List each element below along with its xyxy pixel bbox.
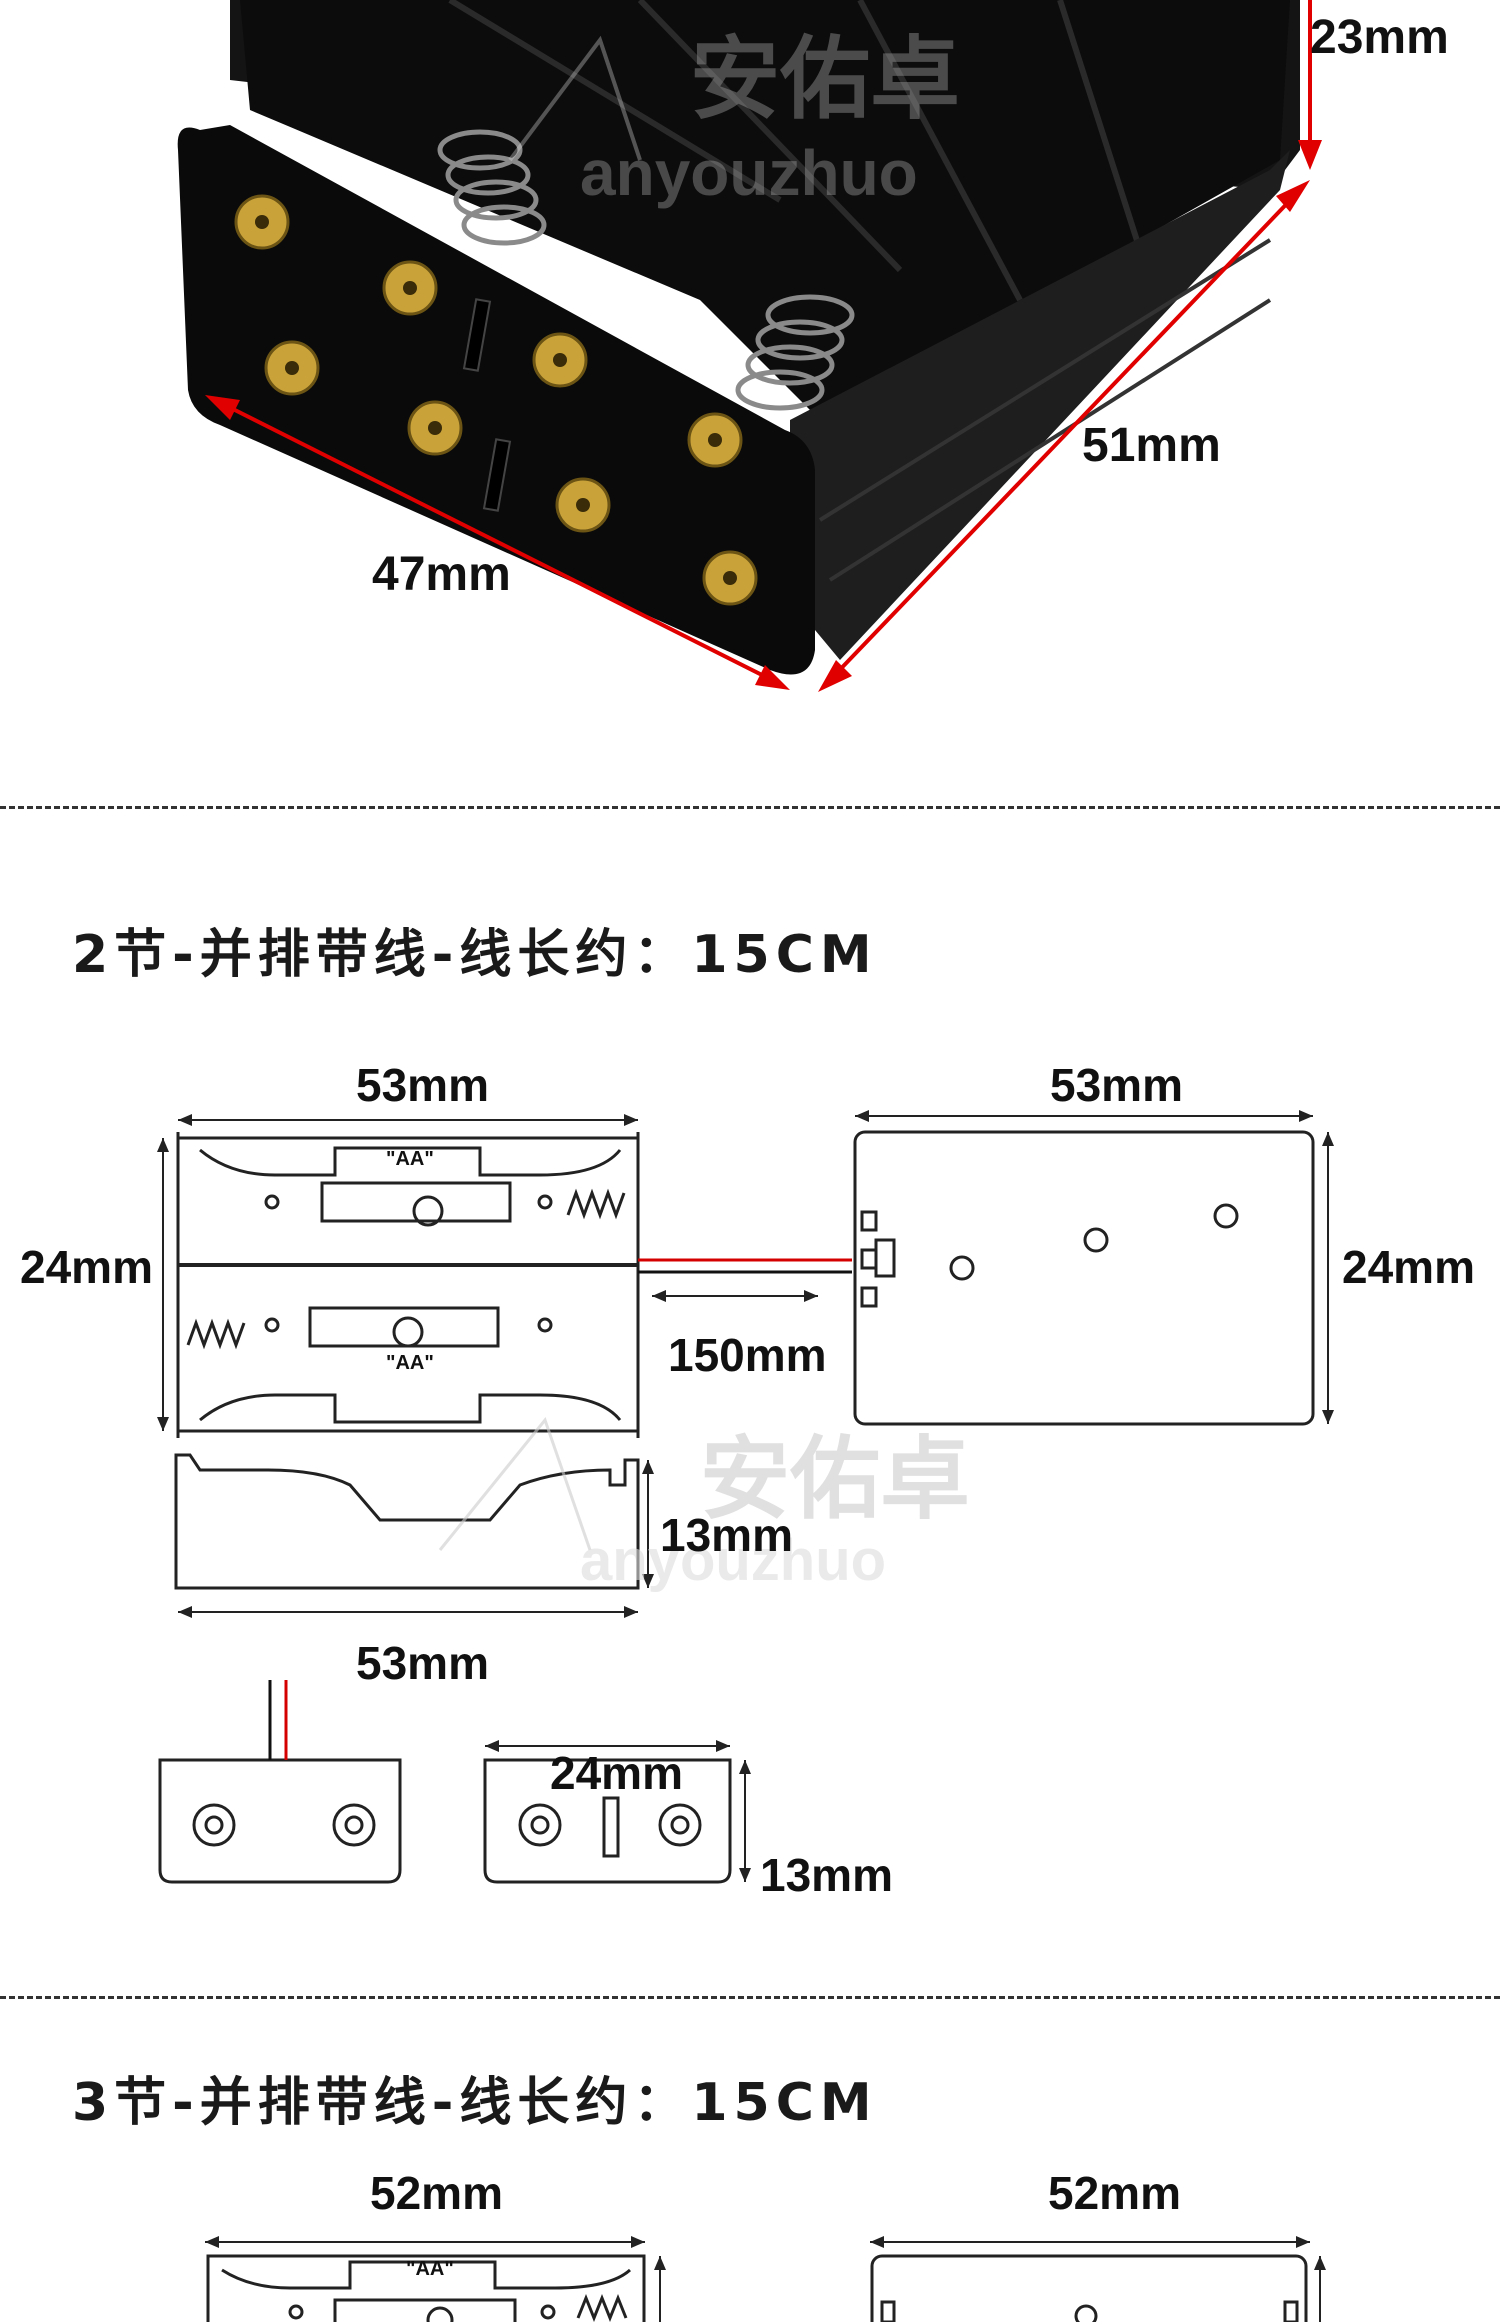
- s2-wire-length: 150mm: [668, 1329, 827, 1381]
- dim-label-width: 47mm: [372, 548, 511, 601]
- holder-front-face: [177, 125, 815, 675]
- s2-side-length: 53mm: [356, 1637, 489, 1689]
- watermark-en-section2: anyouzhuo: [580, 1528, 886, 1593]
- watermark-photo: [508, 35, 642, 162]
- s2-end-width: 24mm: [550, 1747, 683, 1799]
- length-arrow: [828, 188, 1302, 682]
- s3-top-view-outline: [206, 2254, 646, 2322]
- dim-label-height: 23mm: [1310, 11, 1449, 64]
- s3-top-width: 52mm: [370, 2167, 503, 2219]
- dim-label-length: 51mm: [1082, 419, 1221, 472]
- width-arrow: [214, 398, 781, 686]
- section2-title: 2节-并排带线-线长约：15CM: [72, 925, 878, 985]
- s3-back-width: 52mm: [1048, 2167, 1181, 2219]
- s2-cell-label-bottom: "AA": [386, 1352, 434, 1374]
- s2-end-height: 13mm: [760, 1849, 893, 1901]
- s2-top-width: 53mm: [356, 1059, 489, 1111]
- watermark-en-photo: anyouzhuo: [580, 137, 918, 209]
- battery-holder-photo: 安佑卓 anyouzhuo: [177, 0, 1322, 692]
- spring-right: [735, 294, 855, 411]
- section-divider-1: [0, 806, 1500, 809]
- end-view-plain: [483, 1758, 732, 1884]
- s2-top-height: 24mm: [20, 1241, 153, 1293]
- back-view-outline: [853, 1130, 1315, 1426]
- side-view-outline: [174, 1453, 640, 1590]
- s2-back-width: 53mm: [1050, 1059, 1183, 1111]
- holder-compartments: [240, 0, 1290, 420]
- section3-diagram: [205, 2236, 1326, 2322]
- holder-side-face: [790, 150, 1290, 660]
- s3-back-view-outline: [870, 2254, 1308, 2322]
- section2-diagram: 安佑卓 anyouzhuo: [157, 1110, 1334, 1884]
- s2-cell-label-top: "AA": [386, 1148, 434, 1170]
- section3-title: 3节-并排带线-线长约：15CM: [72, 2073, 878, 2133]
- section-divider-2: [0, 1996, 1500, 1999]
- watermark-cn-photo: 安佑卓: [690, 30, 960, 130]
- watermark-cn-section2: 安佑卓: [700, 1430, 970, 1530]
- s2-back-height: 24mm: [1342, 1241, 1475, 1293]
- spring-left: [437, 129, 547, 246]
- end-view-wired: [158, 1758, 402, 1884]
- s3-cell-label-top: "AA": [406, 2258, 454, 2280]
- s2-side-height: 13mm: [660, 1509, 793, 1561]
